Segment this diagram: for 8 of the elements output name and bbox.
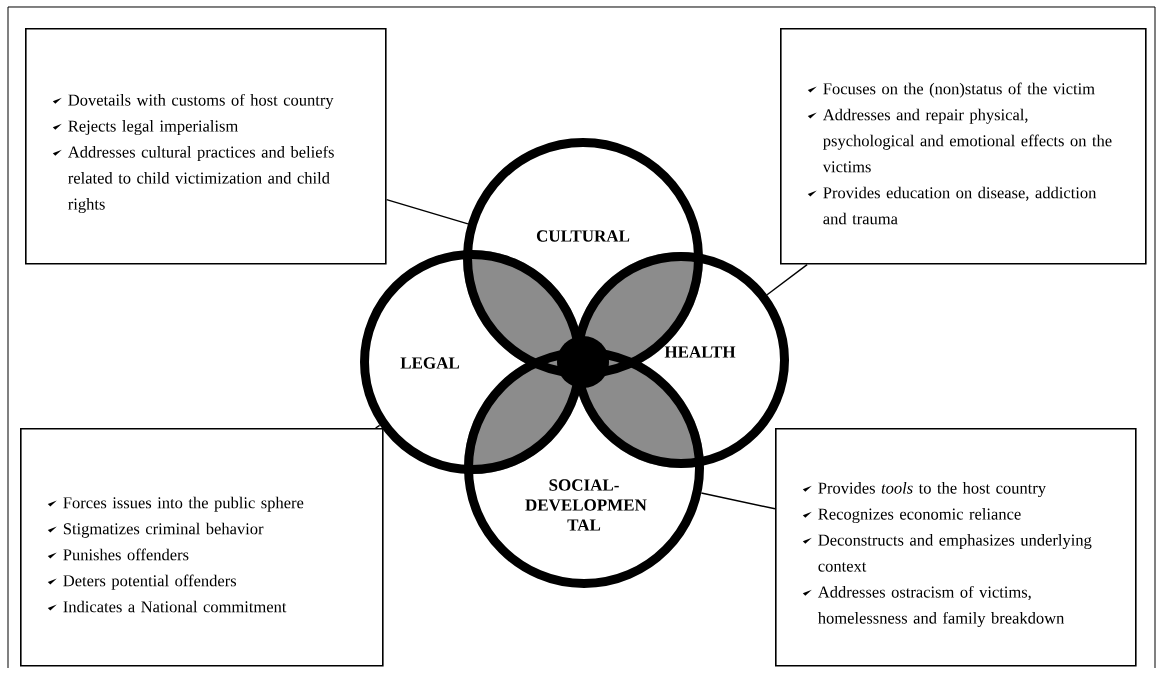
text-box: Focuses on the (non)status of the victim Addresses and repair physical, psychological and emotional effects on the victims Provides education on disease, addiction and trauma: [780, 28, 1147, 265]
text-box: Forces issues into the public sphere Stigmatizes criminal behavior Punishes offenders Deters potential offenders Indicates a National commitment: [20, 428, 384, 667]
leader-line: [766, 263, 808, 296]
text-box: Dovetails with customs of host country Rejects legal imperialism Addresses cultural practices and beliefs related to child victimization and child rights: [25, 28, 387, 265]
leader-line: [374, 424, 381, 429]
leader-line: [700, 492, 776, 510]
leader-line: [385, 198, 469, 225]
text-box: Provides tools to the host country Recognizes economic reliance Deconstructs and emphasizes underlying context Addresses ostracism of victims, homelessness and family breakdown: [775, 428, 1137, 667]
